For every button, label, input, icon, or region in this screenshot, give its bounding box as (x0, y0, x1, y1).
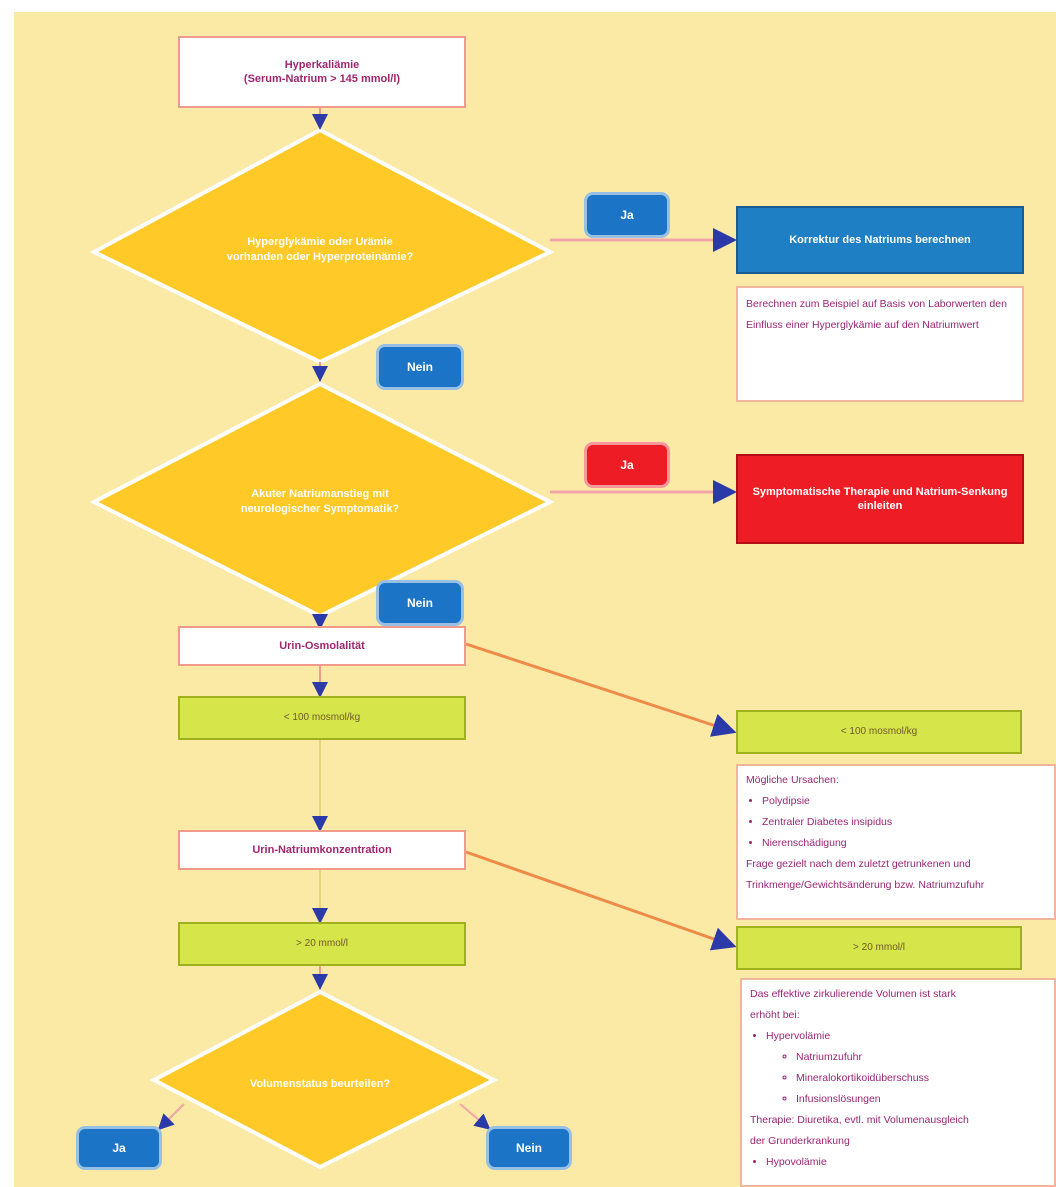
urine-note-title: < 100 mosmol/kg (736, 710, 1022, 754)
urine-note-intro: Mögliche Ursachen: (746, 774, 839, 786)
urine-note-line1: Frage gezielt nach dem zuletzt getrunken… (746, 858, 971, 870)
urine-causes-list: Polydipsie Zentraler Diabetes insipidus … (746, 791, 1046, 854)
sodium-subitem: Mineralokortikoidüberschuss (796, 1068, 1046, 1089)
arrow-d3-left (157, 1103, 185, 1131)
sodium-note-intro1: Das effektive zirkulierende Volumen ist … (750, 988, 956, 1000)
urine-cause-item: Zentraler Diabetes insipidus (762, 812, 1046, 833)
sodium-note-line1: Therapie: Diuretika, evtl. mit Volumenau… (750, 1114, 969, 1126)
urine-note: Mögliche Ursachen: Polydipsie Zentraler … (736, 764, 1056, 920)
result2-box: Symptomatische Therapie und Natrium-Senk… (736, 454, 1024, 544)
decision2-label: Akuter Natriumanstieg mit neurologischer… (240, 488, 400, 515)
decision-diamond-3 (149, 989, 499, 1170)
urine-osmolality-box: Urin-Osmolalität (178, 626, 466, 666)
sodium-subitem: Infusionslösungen (796, 1089, 1046, 1110)
start-subtitle: (Serum-Natrium > 145 mmol/l) (243, 73, 401, 85)
start-box: Hyperkaliämie (Serum-Natrium > 145 mmol/… (178, 36, 466, 108)
sodium-item-hypovolemia: Hypovolämie (766, 1152, 1046, 1173)
answer-d3-right: Nein (486, 1126, 572, 1170)
decision3-label: Volumenstatus beurteilen? (249, 1077, 391, 1090)
answer-d2-down: Nein (376, 580, 464, 626)
result1-note: Berechnen zum Beispiel auf Basis von Lab… (736, 286, 1024, 402)
sodium-note-title: > 20 mmol/l (736, 926, 1022, 970)
urine-sodium-result: > 20 mmol/l (178, 922, 466, 966)
urine-osmolality-result: < 100 mosmol/kg (178, 696, 466, 740)
decision1-label: Hyperglykämie oder Urämie vorhanden oder… (226, 236, 414, 263)
sodium-sublist: Natriumzufuhr Mineralokortikoidüberschus… (766, 1047, 1046, 1110)
answer-d1-side: Ja (584, 192, 670, 238)
urine-cause-item: Polydipsie (762, 791, 1046, 812)
sodium-list: Hypervolämie Natriumzufuhr Mineralokorti… (750, 1026, 1046, 1110)
sodium-note-intro2: erhöht bei: (750, 1009, 800, 1021)
sodium-item-hypervolemia: Hypervolämie Natriumzufuhr Mineralokorti… (766, 1026, 1046, 1110)
urine-cause-item: Nierenschädigung (762, 833, 1046, 854)
result1-box: Korrektur des Natriums berechnen (736, 206, 1024, 274)
sodium-note-line2: der Grunderkrankung (750, 1135, 850, 1147)
sodium-note: Das effektive zirkulierende Volumen ist … (740, 978, 1056, 1187)
sodium-subitem: Natriumzufuhr (796, 1047, 1046, 1068)
sodium-list-2: Hypovolämie (750, 1152, 1046, 1173)
sodium-item-label: Hypervolämie (766, 1030, 831, 1042)
result1-note-text: Berechnen zum Beispiel auf Basis von Lab… (746, 298, 1007, 331)
flowchart-canvas: Hyperkaliämie (Serum-Natrium > 145 mmol/… (14, 12, 1056, 1187)
connector-layer (89, 108, 737, 1170)
answer-d2-side: Ja (584, 442, 670, 488)
urine-sodium-box: Urin-Natriumkonzentration (178, 830, 466, 870)
arrow-d3-right (459, 1103, 491, 1130)
start-title: Hyperkaliämie (284, 59, 360, 71)
answer-d3-left: Ja (76, 1126, 162, 1170)
connector-osmolality-to-note (465, 642, 737, 737)
answer-d1-down: Nein (376, 344, 464, 390)
connector-sodium-to-note (465, 850, 737, 951)
urine-note-line2: Trinkmenge/Gewichtsänderung bzw. Natrium… (746, 879, 985, 891)
